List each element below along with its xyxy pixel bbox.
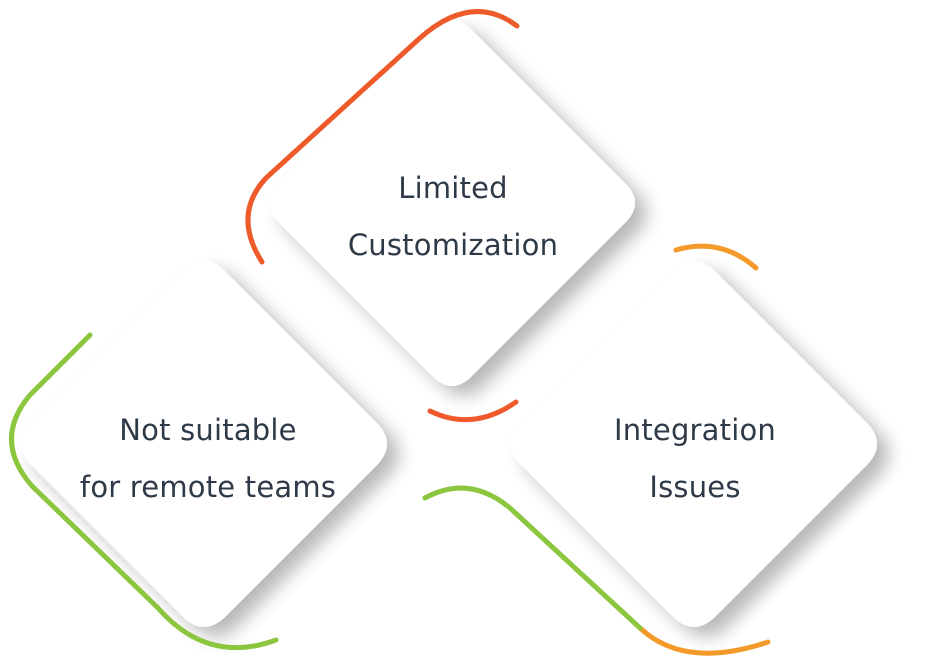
diamond-left-label-line2: for remote teams bbox=[79, 470, 337, 504]
diamond-top-label-line1: Limited bbox=[398, 171, 508, 205]
diamond-right-label: Integration Issues bbox=[545, 402, 845, 516]
diamond-left-label: Not suitable for remote teams bbox=[58, 402, 358, 516]
diamond-right-card bbox=[511, 261, 877, 627]
diamond-left-accent-left bbox=[9, 332, 279, 651]
diamond-top-card bbox=[269, 20, 635, 386]
diamond-left bbox=[9, 261, 387, 651]
diamond-right-label-line2: Issues bbox=[649, 470, 741, 504]
diamond-top-accent-left bbox=[245, 9, 520, 265]
diamond-left-card bbox=[21, 261, 387, 627]
diamond-right-accent-bottom bbox=[637, 625, 771, 656]
diamond-top-label-line2: Customization bbox=[347, 228, 559, 262]
connector-green-curve bbox=[422, 485, 643, 631]
diamond-right bbox=[511, 243, 877, 656]
diamond-top-label: Limited Customization bbox=[303, 160, 603, 274]
diamond-top-accent-bottom bbox=[427, 399, 519, 423]
diamond-right-accent-top bbox=[673, 243, 759, 271]
diamond-top bbox=[245, 9, 635, 423]
diamond-left-label-line1: Not suitable bbox=[119, 413, 297, 447]
diamond-right-label-line1: Integration bbox=[614, 413, 776, 447]
